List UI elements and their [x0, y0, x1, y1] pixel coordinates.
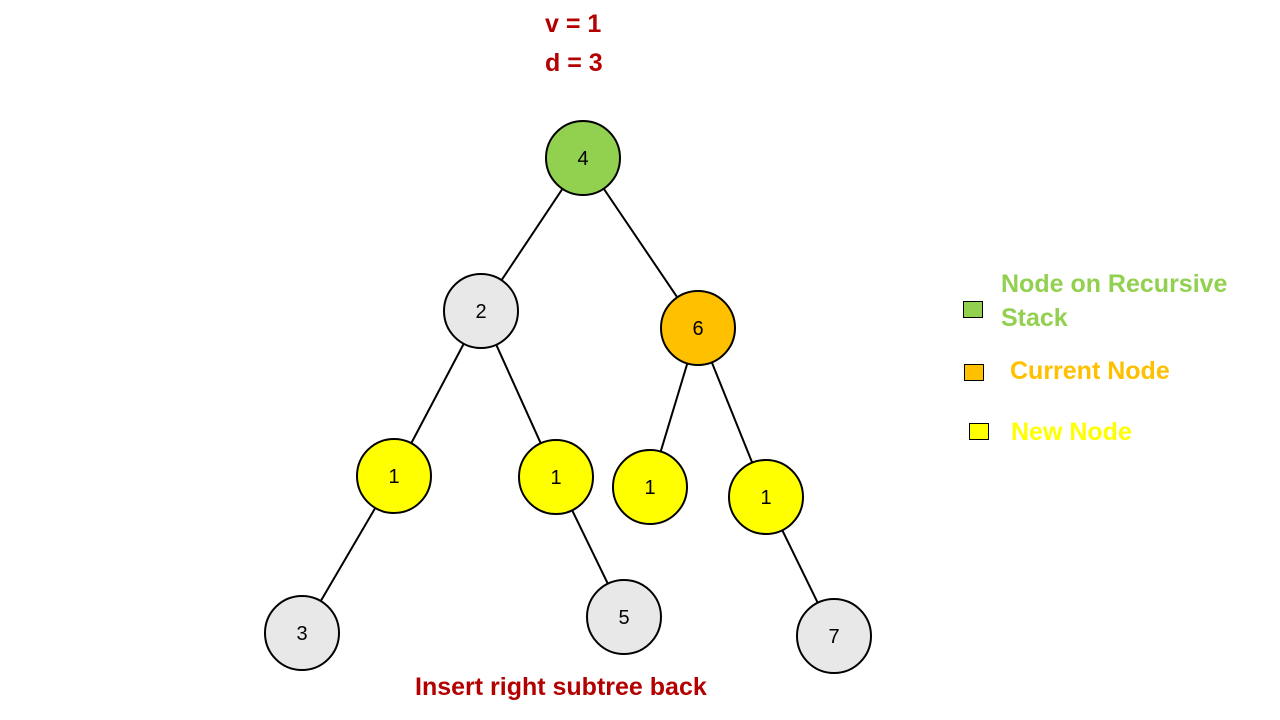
legend-new-label: New Node: [1011, 418, 1132, 446]
tree-edge: [659, 363, 689, 452]
tree-edge: [781, 529, 819, 604]
tree-node: 2: [443, 273, 519, 349]
legend-stack-label: Node on Recursive Stack: [1001, 270, 1228, 332]
tree-node-circle: [545, 120, 621, 196]
tree-node-circle: [660, 290, 736, 366]
tree-node-value: 2: [475, 301, 486, 323]
tree-node-circle: [518, 439, 594, 515]
tree-node: 5: [586, 579, 662, 655]
tree-node-value: 1: [760, 487, 771, 509]
tree-edge: [602, 188, 679, 298]
tree-node: 1: [518, 439, 594, 515]
tree-node: 6: [660, 290, 736, 366]
tree-node-circle: [264, 595, 340, 671]
tree-node-value: 4: [577, 148, 588, 170]
tree-node: 4: [545, 120, 621, 196]
tree-node-value: 7: [828, 626, 839, 648]
tree-node-value: 3: [296, 623, 307, 645]
tree-node-circle: [728, 459, 804, 535]
param-d-label: d = 3: [545, 49, 603, 77]
tree-node: 1: [356, 438, 432, 514]
tree-nodes: 4 2 6 1 1 1 1 3 5 7: [264, 120, 872, 674]
tree-node-value: 1: [388, 466, 399, 488]
tree-node: 1: [612, 449, 688, 525]
tree-node-circle: [796, 598, 872, 674]
tree-node-value: 6: [692, 318, 703, 340]
legend-current-swatch: [964, 364, 984, 381]
tree-node-value: 1: [644, 477, 655, 499]
tree-node: 1: [728, 459, 804, 535]
tree-edge: [319, 507, 377, 602]
tree-node-value: 1: [550, 467, 561, 489]
tree-edge: [571, 509, 609, 585]
tree-node-circle: [356, 438, 432, 514]
tree-edge: [710, 361, 754, 464]
tree-node: 3: [264, 595, 340, 671]
tree-edges: [319, 188, 819, 604]
tree-node: 7: [796, 598, 872, 674]
tree-node-circle: [586, 579, 662, 655]
tree-node-value: 5: [618, 607, 629, 629]
tree-node-circle: [612, 449, 688, 525]
tree-edge: [410, 343, 465, 444]
tree-edge: [500, 188, 564, 281]
tree-node-circle: [443, 273, 519, 349]
legend-current-label: Current Node: [1010, 357, 1170, 385]
param-v-label: v = 1: [545, 10, 602, 38]
tree-edge: [495, 344, 542, 444]
caption: Insert right subtree back: [415, 673, 707, 701]
legend-stack-swatch: [963, 301, 983, 318]
legend-new-swatch: [969, 423, 989, 440]
